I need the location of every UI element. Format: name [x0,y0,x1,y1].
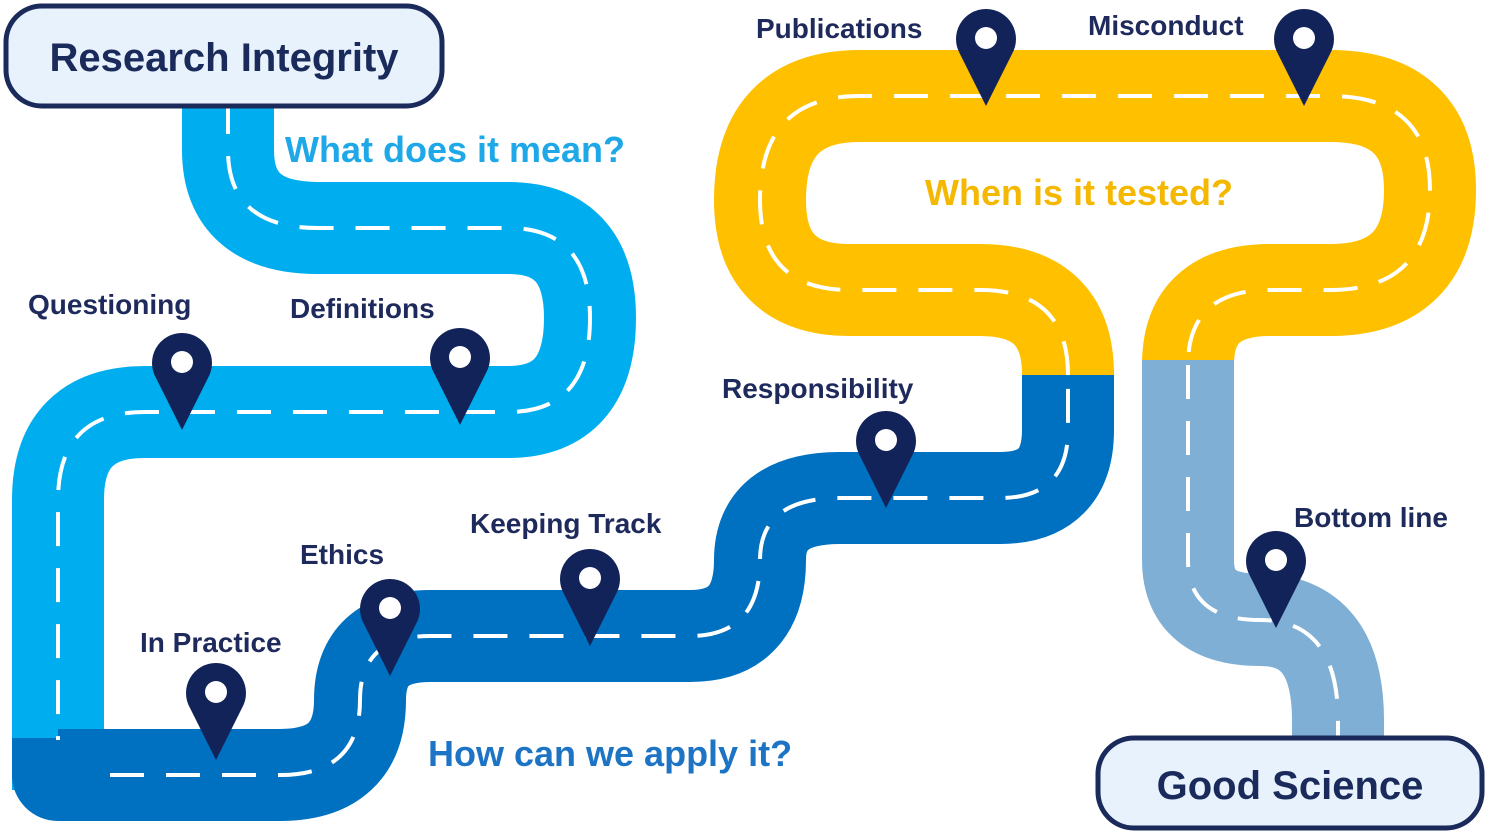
lane-marking-yellow [757,94,1433,376]
pin-label-ethics: Ethics [300,539,384,570]
pin-label-bottom-line: Bottom line [1294,502,1448,533]
end-badge-label: Good Science [1157,764,1424,808]
pin-label-definitions: Definitions [290,293,435,324]
question-when-is-it-tested: When is it tested? [925,172,1233,213]
lane-marking-grey-blue [1186,365,1340,745]
lane-marking-light-blue [56,100,593,740]
end-badge: Good Science [1095,735,1485,831]
start-badge-label: Research Integrity [49,36,399,80]
question-how-can-we-apply-it: How can we apply it? [428,733,792,774]
pin-label-misconduct: Misconduct [1088,10,1244,41]
pin-label-publications: Publications [756,13,922,44]
pin-label-in-practice: In Practice [140,627,282,658]
question-what-does-it-mean: What does it mean? [285,129,625,170]
start-badge: Research Integrity [3,3,445,109]
pin-label-responsibility: Responsibility [722,373,914,404]
lane-marking-mid-blue [110,375,1070,777]
road-segment-yellow [714,50,1476,377]
pin-label-questioning: Questioning [28,289,191,320]
pin-label-keeping-track: Keeping Track [470,508,662,539]
